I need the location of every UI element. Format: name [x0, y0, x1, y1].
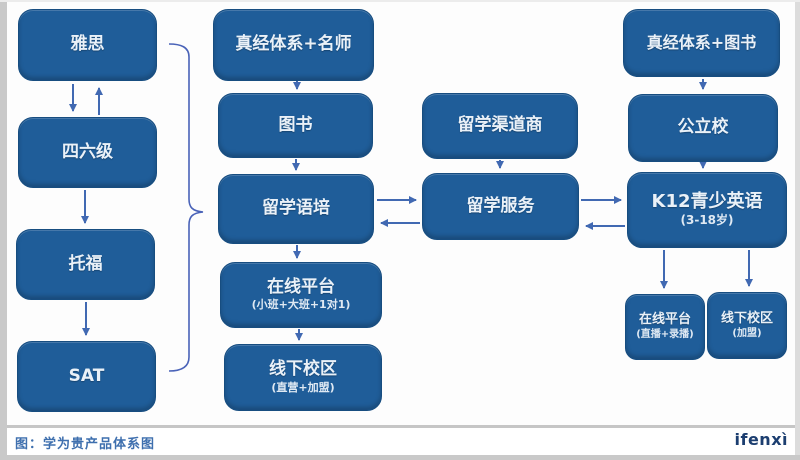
node-sat: SAT — [17, 341, 156, 412]
node-offline-campus-k12-sublabel: (加盟) — [732, 327, 762, 339]
node-online-platform-k12-sublabel: (直播+录播) — [636, 329, 694, 341]
ifenxi-logo: ifenxì — [734, 430, 788, 449]
right-edge-strip — [795, 0, 800, 460]
node-online-platform-main-sublabel: (小班+大班+1对1) — [251, 298, 351, 312]
top-edge-strip — [0, 0, 800, 2]
node-books: 图书 — [218, 93, 373, 158]
node-toefl: 托福 — [16, 229, 155, 300]
node-study-abroad-language-training: 留学语培 — [218, 174, 374, 244]
node-cet46-label: 四六级 — [62, 141, 113, 162]
node-zhenjing-system-teachers-label: 真经体系+名师 — [235, 34, 352, 55]
node-k12-young-learners-english: K12青少英语 (3-18岁) — [627, 172, 787, 248]
node-online-platform-k12-label: 在线平台 — [638, 312, 691, 328]
node-books-label: 图书 — [278, 114, 313, 135]
node-public-schools: 公立校 — [628, 94, 778, 162]
left-edge-strip — [0, 0, 7, 460]
node-study-abroad-services: 留学服务 — [422, 173, 579, 240]
node-toefl-label: 托福 — [68, 253, 103, 274]
node-zhenjing-system-books: 真经体系+图书 — [623, 9, 780, 77]
node-study-abroad-channel-agents: 留学渠道商 — [422, 93, 578, 159]
node-study-abroad-channel-agents-label: 留学渠道商 — [457, 115, 543, 136]
node-public-schools-label: 公立校 — [677, 117, 729, 138]
node-k12-sublabel: (3-18岁) — [680, 213, 734, 228]
caption-bar — [0, 428, 800, 455]
node-study-abroad-language-training-label: 留学语培 — [262, 198, 330, 219]
caption-divider-line — [0, 425, 800, 428]
node-zhenjing-system-books-label: 真经体系+图书 — [646, 32, 757, 52]
node-online-platform-main-label: 在线平台 — [267, 276, 335, 297]
bottom-edge-strip — [0, 455, 800, 460]
node-offline-campus-k12-label: 线下校区 — [720, 310, 773, 326]
figure-caption: 图：学为贵产品体系图 — [15, 437, 156, 452]
node-offline-campus-main-sublabel: (直营+加盟) — [271, 380, 335, 394]
node-offline-campus-main: 线下校区 (直营+加盟) — [224, 344, 382, 411]
node-k12-label: K12青少英语 — [651, 190, 763, 212]
node-cet46: 四六级 — [18, 117, 157, 188]
node-ielts: 雅思 — [18, 9, 157, 81]
node-ielts-label: 雅思 — [70, 34, 105, 55]
brace-left-column-to-training — [168, 43, 204, 372]
node-online-platform-main: 在线平台 (小班+大班+1对1) — [220, 262, 382, 328]
node-sat-label: SAT — [68, 365, 105, 386]
node-zhenjing-system-teachers: 真经体系+名师 — [213, 9, 374, 81]
node-online-platform-k12: 在线平台 (直播+录播) — [625, 294, 705, 360]
node-study-abroad-services-label: 留学服务 — [466, 195, 535, 216]
node-offline-campus-k12: 线下校区 (加盟) — [707, 292, 787, 359]
node-offline-campus-main-label: 线下校区 — [269, 359, 337, 380]
